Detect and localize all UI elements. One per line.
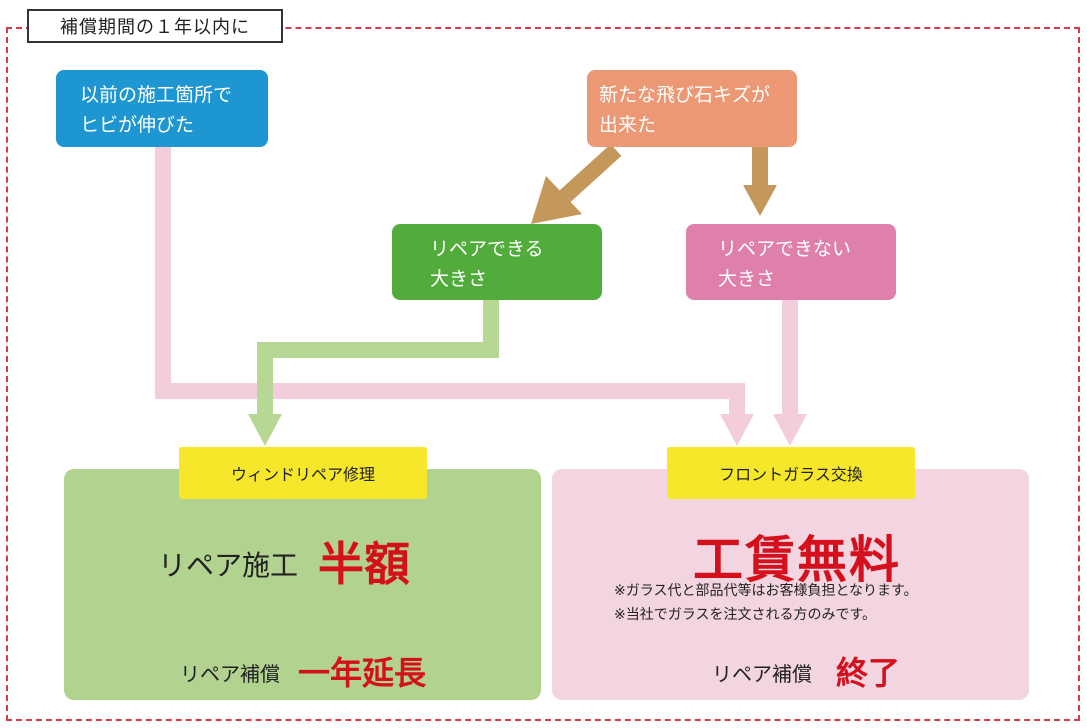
arrow-head-blue-to-replace: [720, 414, 754, 446]
replace-note-1: ※ガラス代と部品代等はお客様負担となります。: [614, 583, 918, 599]
repair-main-label: リペア施工: [158, 549, 299, 582]
node-not-repairable: リペアできない 大きさ: [686, 224, 896, 300]
repair-sub-value: 一年延長: [298, 654, 427, 692]
repair-label: ウィンドリペア修理: [179, 447, 427, 499]
replace-label: フロントガラス交換: [667, 447, 915, 499]
arrow-head-pink-to-replace: [773, 414, 807, 446]
node-repairable-line1: リペアできる: [430, 238, 544, 260]
arrow-head-orange-to-green: [531, 176, 582, 224]
node-new-chip-line2: 出来た: [599, 114, 657, 136]
arrow-blue-to-replace: [155, 147, 745, 416]
repair-main-value: 半額: [318, 537, 410, 591]
replace-sub-label: リペア補償: [712, 662, 812, 686]
arrow-head-orange-to-pink: [743, 185, 777, 216]
arrow-orange-to-green: [556, 144, 622, 205]
replace-panel: [552, 469, 1029, 700]
replace-sub-value: 終了: [836, 654, 901, 692]
node-crack-extended: 以前の施工箇所で ヒビが伸びた: [56, 70, 268, 147]
replace-main-value: 工賃無料: [693, 531, 901, 589]
node-new-chip-line1: 新たな飛び石キズが: [599, 84, 771, 106]
arrow-green-to-repair: [257, 300, 499, 416]
repair-panel: [64, 469, 541, 700]
node-repairable-line2: 大きさ: [430, 268, 488, 290]
section-title: 補償期間の１年以内に: [27, 9, 283, 43]
node-repairable: リペアできる 大きさ: [392, 224, 602, 300]
dashed-frame: [6, 27, 1080, 721]
repair-sub-label: リペア補償: [180, 662, 280, 686]
arrow-head-green-to-repair: [248, 414, 282, 446]
node-crack-extended-line1: 以前の施工箇所で: [80, 84, 233, 106]
node-new-chip: 新たな飛び石キズが 出来た: [587, 70, 797, 147]
node-not-repairable-line1: リペアできない: [718, 238, 852, 260]
replace-note-2: ※当社でガラスを注文される方のみです。: [614, 607, 877, 623]
node-crack-extended-line2: ヒビが伸びた: [80, 114, 195, 136]
node-not-repairable-line2: 大きさ: [718, 268, 776, 290]
